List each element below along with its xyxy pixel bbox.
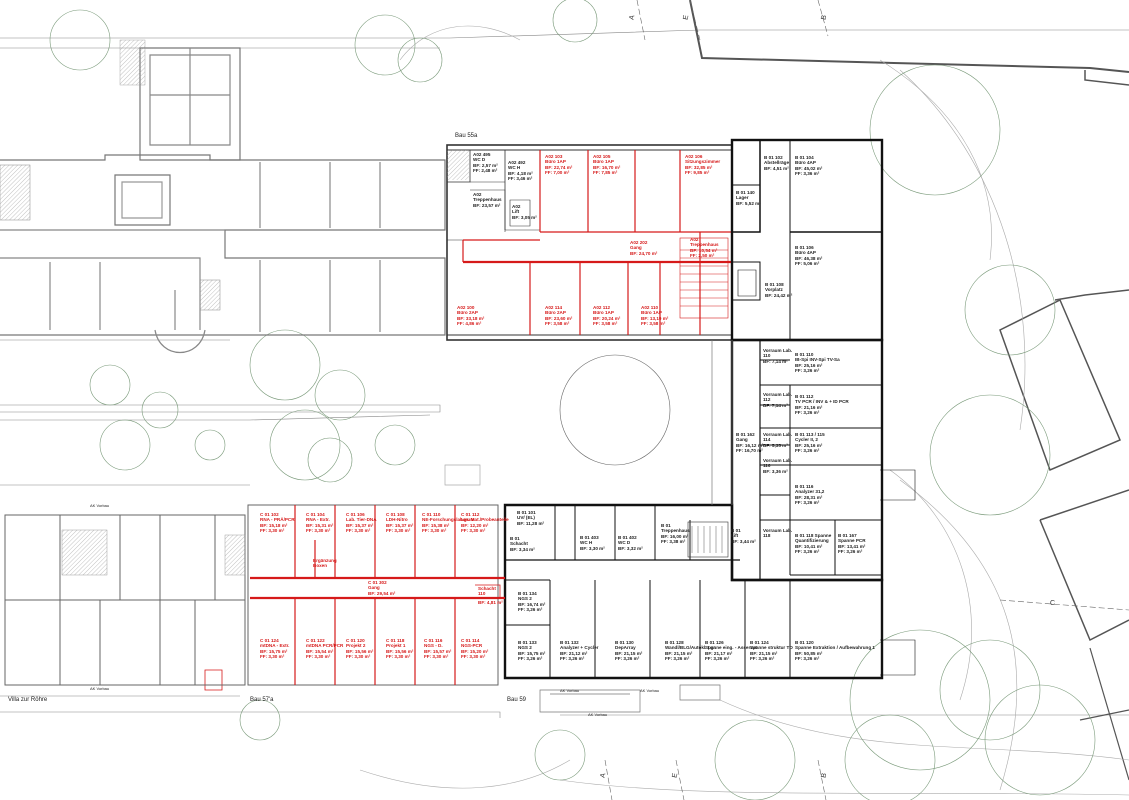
room-label: B 01 133 NGS 2 BF: 15,75 m² FF: 3,26 m² [518, 640, 546, 662]
room-label: Vorraum Lab. 118 [763, 528, 793, 539]
room-label: B 01 120 Spanne Extraktion / Aufbewahrun… [795, 640, 875, 662]
room-label: C 01 112 Lgr. Mat./Probeanteile BF: 12,2… [461, 512, 509, 534]
label-bau-59: Bau 59 [507, 697, 527, 703]
room-label: B 01 124 Spanne struktur TO BF: 21,15 m²… [750, 640, 793, 662]
room-label: B 01 112 TV PCR / INV & + ID PCR BF: 21,… [795, 394, 849, 416]
room-label: C 01 108 LDH-Nitro BF: 15,37 m² FF: 3,30… [386, 512, 414, 534]
room-label: Vorraum Lab. 110 BF: 7,14 m² [763, 348, 793, 364]
room-label: B 01 140 Lager BF: 5,52 m² [736, 190, 761, 206]
label-ak-vorbau-4: AK Vorbau [640, 688, 660, 693]
room-label: A02 495 WC D BF: 2,57 m² FF: 2,48 m² [473, 152, 498, 174]
room-label: Vorraum Lab. 112 BF: 7,14 m² [763, 392, 793, 408]
room-label: Ergänzung Boxen [313, 558, 337, 569]
label-ak-vorbau-3: AK Vorbau [560, 688, 580, 693]
villa-block [4, 514, 246, 686]
room-label: C 01 118 Projekt 1 BF: 15,56 m² FF: 3,30… [386, 638, 414, 660]
room-label: B 01 403 WC H BF: 3,30 m² [580, 535, 605, 551]
room-label: B 01 Treppenhaus BF: 16,00 m² FF: 3,38 m… [661, 523, 690, 545]
room-label: B 01 134 NGS 2 BF: 16,74 m² FF: 3,26 m² [518, 591, 546, 613]
room-label: B 01 118 Spanne Quantifizierung BF: 10,4… [795, 533, 832, 555]
room-label: C 01 120 Projekt 2 BF: 15,56 m² FF: 3,30… [346, 638, 374, 660]
room-label: C 01 124 mtDNA - Extr. BF: 15,75 m² FF: … [260, 638, 290, 660]
room-label: C 01 302 Gang BF: 29,54 m² [368, 580, 396, 596]
old-building-west [0, 47, 446, 353]
room-label: B 01 Schacht BF: 3,34 m² [510, 536, 535, 552]
room-label: A02 492 WC H BF: 4,18 m² FF: 3,46 m² [508, 160, 533, 182]
room-label: A02 110 Büro 1AP BF: 13,19 m² FF: 3,58 m… [641, 305, 669, 327]
room-label: A02 112 Büro 1AP BF: 20,24 m² FF: 3,58 m… [593, 305, 621, 327]
label-ak-vorbau-5: AK Vorbau [588, 712, 608, 717]
stair-red-steps [680, 249, 728, 307]
room-label: B 01 128 Wandl/BLG/Autokl. Lgr. BF: 21,1… [665, 640, 717, 662]
room-label: C 01 116 NGS - D. BF: 15,57 m² FF: 3,30 … [424, 638, 452, 660]
label-villa: Villa zur Röhre [8, 697, 48, 703]
room-label: A02 Treppenhaus BF: 23,57 m² [473, 192, 502, 208]
room-label: A02 Treppenhaus BF: 10,54 m² FF: 2,50 m² [690, 237, 719, 259]
bau-57a-red-walls [204, 505, 505, 691]
room-label: A02 202 Gang BF: 24,70 m² [630, 240, 658, 256]
room-label: Schacht 110 [478, 586, 496, 597]
room-label: B 01 402 WC D BF: 3,32 m² [618, 535, 643, 551]
room-label: B 01 108 Vorplatz BF: 24,42 m² [765, 282, 793, 298]
room-label: A02 114 Büro 2AP BF: 23,60 m² FF: 3,58 m… [545, 305, 573, 327]
room-label: B 01 126 Spanne eing. - Asservat BF: 21,… [705, 640, 757, 662]
room-label: B 01 102 Abstellräge BF: 4,51 m² [764, 155, 790, 171]
room-label: B 01 130 DepArray BF: 21,15 m² FF: 3,26 … [615, 640, 643, 662]
bau-59-east [730, 338, 916, 676]
room-label: B 01 110 IB-Spi INV-Spi TV-Sa BF: 25,16 … [795, 352, 840, 374]
bau-55a-red-walls [462, 150, 732, 335]
label-ak-vorbau-2: AK Vorbau [90, 686, 110, 691]
stair-hatch-west [0, 164, 31, 221]
room-label: B 01 162 Gang BF: 16,12 m² FF: 16,70 m² [736, 432, 764, 454]
label-bau-55a: Bau 55a [455, 133, 478, 139]
room-label: C 01 122 mtDNA PCR/PCR BF: 15,54 m² FF: … [306, 638, 344, 660]
room-label: Vorraum Lab. 116 BF: 3,36 m² [763, 458, 793, 474]
room-label: A02 103 Büro 1AP BF: 22,74 m² FF: 7,00 m… [545, 154, 573, 176]
room-label: B 01 113 / 115 Cycler II, 2 BF: 25,16 m²… [795, 432, 825, 454]
trees [49, 0, 1096, 800]
room-label: B 01 104 Büro 4AP BF: 45,02 m² FF: 3,36 … [795, 155, 823, 177]
room-label: C 01 102 RNA - PRÄ/PCR BF: 15,18 m² FF: … [260, 512, 295, 534]
room-label: Vorraum Lab. 114 BF: 5,35 m² [763, 432, 793, 448]
room-label: A02 105 Büro 1AP BF: 16,70 m² FF: 7,85 m… [593, 154, 621, 176]
stair-red [679, 237, 729, 319]
room-label: C 01 114 NGS-PCR BF: 15,20 m² FF: 3,30 m… [461, 638, 489, 660]
label-ak-vorbau-1: AK Vorbau [90, 503, 110, 508]
room-label: B 01 116 Analyzer 31,2 BF: 28,31 m² FF: … [795, 484, 825, 506]
room-label: B 01 106 Büro 4AP BF: 46,38 m² FF: 5,06 … [795, 245, 823, 267]
label-bau-57a: Bau 57'a [250, 697, 274, 703]
room-label: C 01 104 RNA - Extr. BF: 15,31 m² FF: 3,… [306, 512, 334, 534]
room-label: B 01 167 Spanne PCR BF: 13,41 m² FF: 3,2… [838, 533, 866, 555]
room-label: B 01 132 Analyzer + Cycler BF: 21,12 m² … [560, 640, 599, 662]
room-label: BF: 4,81 m² [478, 600, 503, 605]
axis-c-right: C [1050, 600, 1056, 607]
room-label: C 01 110 NE-Forschungslaborum BF: 15,38 … [422, 512, 475, 534]
bau-57a [247, 504, 499, 686]
room-label: B 01 101 UV/ (EL) BF: 11,28 m² [517, 510, 545, 526]
room-label: A02 Lift BF: 3,05 m² [512, 204, 537, 220]
room-label: A02 106 Sitzungszimmer BF: 32,85 m² FF: … [685, 154, 721, 176]
room-label: C 01 106 Lab. Tier-DNA BF: 15,37 m² FF: … [346, 512, 377, 534]
room-label: B 01 Lift BF: 3,44 m² [731, 528, 756, 544]
room-label: A02 100 Büro 2AP BF: 33,18 m² FF: 4,86 m… [457, 305, 485, 327]
